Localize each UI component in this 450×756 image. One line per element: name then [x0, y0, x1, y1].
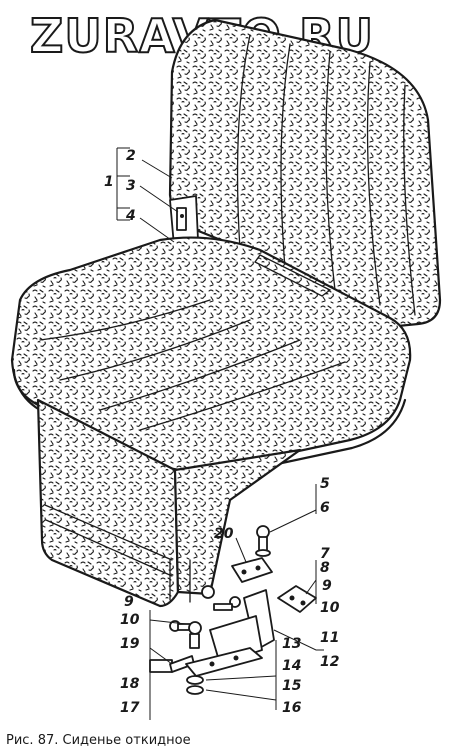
seat-base — [36, 398, 302, 608]
callout-1: 1 — [104, 174, 114, 190]
callout-8: 8 — [320, 560, 330, 576]
callout-15: 15 — [282, 678, 302, 694]
callout-20: 20 — [214, 526, 234, 542]
callout-10a: 10 — [320, 600, 340, 616]
callout-leaders — [116, 147, 324, 720]
callout-14: 14 — [282, 658, 301, 674]
callout-2: 2 — [126, 148, 136, 164]
seat-backrest — [168, 18, 442, 330]
callout-5: 5 — [320, 476, 330, 492]
callout-11: 11 — [320, 630, 339, 646]
callout-17: 17 — [120, 700, 140, 716]
callout-18: 18 — [120, 676, 140, 692]
callout-4: 4 — [125, 208, 136, 224]
callout-7: 7 — [320, 546, 330, 562]
figure-caption: Рис. 87. Сиденье откидное — [6, 733, 191, 748]
mounting-hardware — [149, 525, 317, 695]
callout-3: 3 — [126, 178, 136, 194]
callout-16: 16 — [282, 700, 302, 716]
callout-6: 6 — [320, 500, 330, 516]
callout-19: 19 — [120, 636, 140, 652]
callout-13: 13 — [282, 636, 301, 652]
callout-12: 12 — [320, 654, 339, 670]
callout-9a: 9 — [322, 578, 332, 594]
callout-10b: 10 — [120, 612, 140, 628]
callout-numbers: 1 2 3 4 5 6 7 8 9 10 11 12 20 9 10 19 18… — [104, 148, 340, 716]
callout-9b: 9 — [124, 594, 134, 610]
